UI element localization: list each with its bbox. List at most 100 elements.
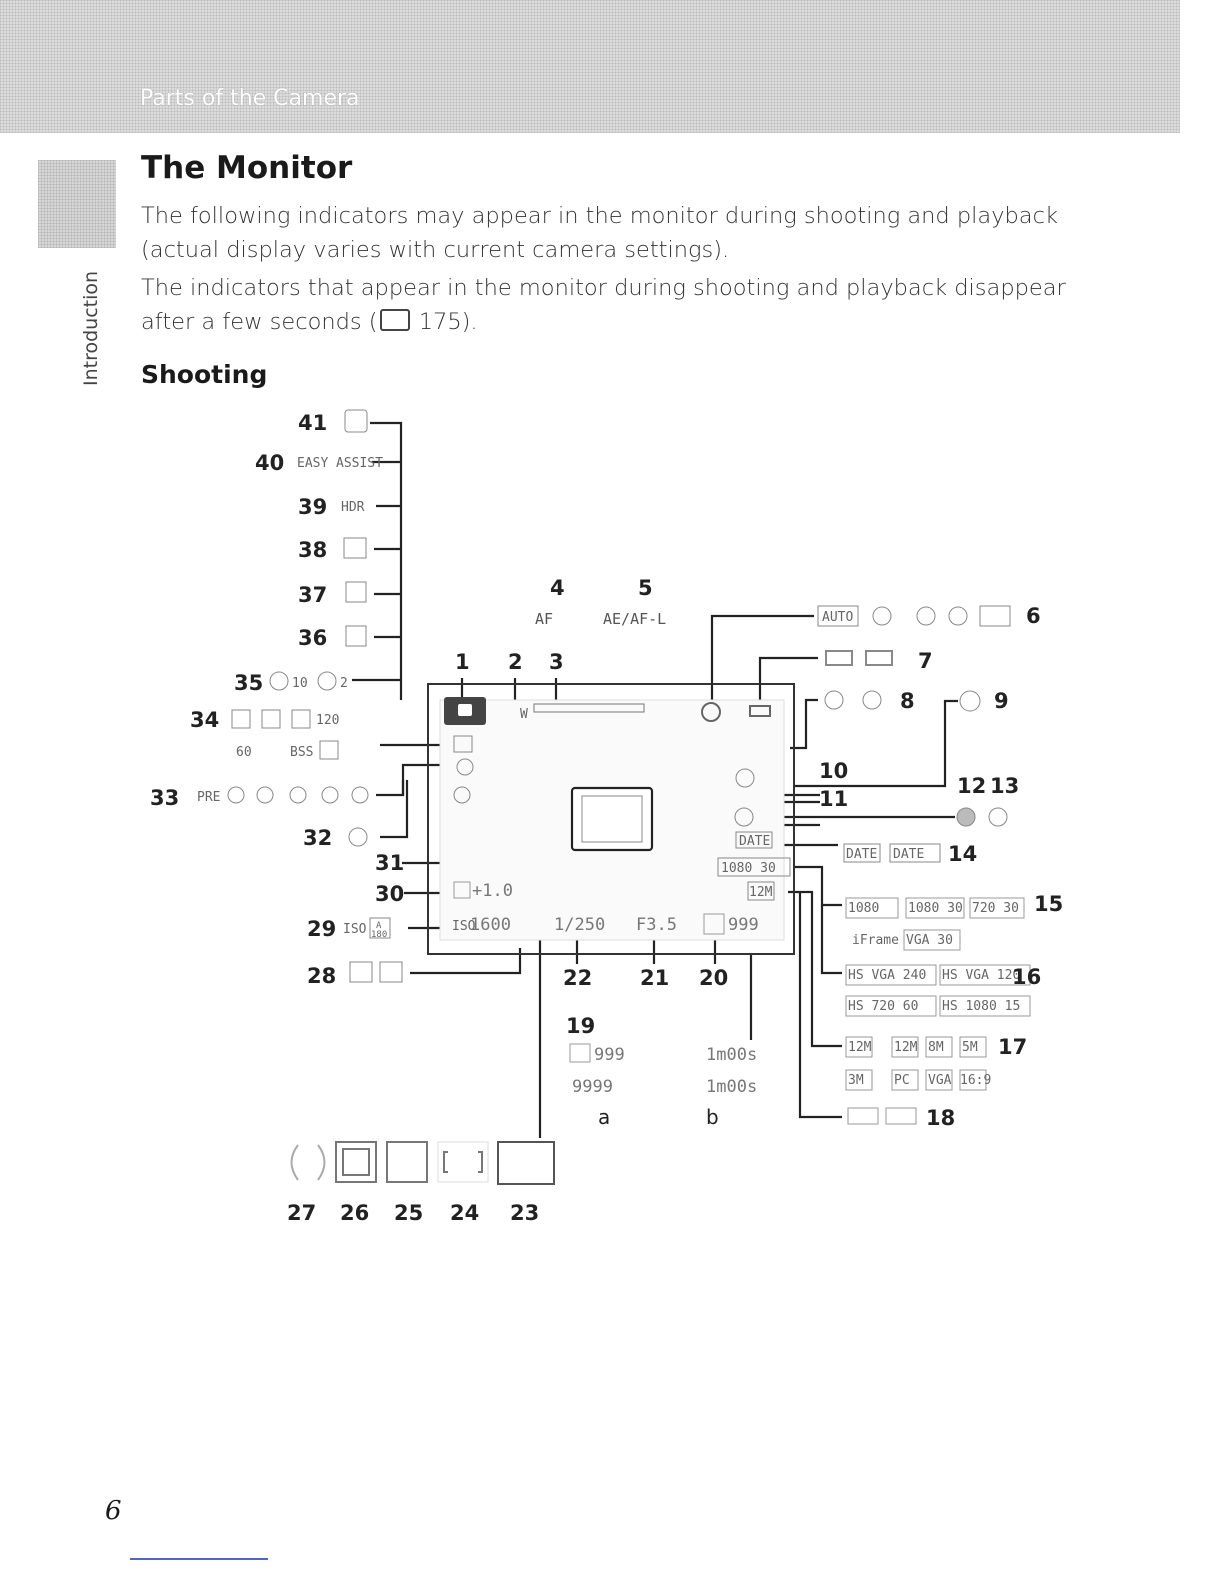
- svg-text:17: 17: [998, 1035, 1027, 1059]
- svg-text:21: 21: [640, 966, 669, 990]
- battery-low-icon: [865, 650, 893, 666]
- svg-text:13: 13: [990, 774, 1019, 798]
- shutter-speed: 1/250: [554, 915, 605, 935]
- hdr-icon: HDR: [341, 500, 365, 515]
- svg-text:40: 40: [255, 451, 284, 475]
- svg-text:38: 38: [298, 538, 327, 562]
- svg-text:26: 26: [340, 1201, 369, 1225]
- date-imprint: DATE: [739, 834, 770, 849]
- label-a: a: [598, 1105, 610, 1129]
- svg-text:31: 31: [375, 851, 404, 875]
- subject-tracking-icon: [379, 961, 403, 983]
- white-balance-icon: [456, 758, 474, 776]
- preset-wb-icon: PRE: [197, 790, 220, 805]
- battery-icon: [749, 705, 771, 717]
- svg-text:DATE: DATE: [893, 847, 924, 862]
- svg-text:60: 60: [236, 745, 252, 760]
- svg-text:24: 24: [450, 1201, 479, 1225]
- svg-text:120: 120: [316, 713, 339, 728]
- flash-icon: [701, 702, 721, 722]
- svg-text:8: 8: [900, 689, 915, 713]
- svg-text:19: 19: [566, 1014, 595, 1038]
- svg-text:35: 35: [234, 671, 263, 695]
- focus-area-frames: [290, 1141, 555, 1185]
- svg-text:12M: 12M: [848, 1040, 872, 1055]
- svg-text:10: 10: [292, 676, 308, 691]
- svg-text:1080: 1080: [848, 901, 879, 916]
- footer-rule: [130, 1558, 268, 1560]
- movie-options-group: 1080 1080 30 720 30 iFrame VGA 30: [845, 897, 1025, 951]
- svg-text:30: 30: [375, 882, 404, 906]
- svg-text:HS 720 60: HS 720 60: [848, 999, 918, 1014]
- continuous-icon: [453, 735, 473, 753]
- flash-auto-icon: [817, 605, 859, 627]
- svg-text:10: 10: [819, 759, 848, 783]
- svg-text:HS 1080 15: HS 1080 15: [942, 999, 1020, 1014]
- svg-text:HS VGA 120: HS VGA 120: [942, 968, 1020, 983]
- svg-text:iFrame: iFrame: [852, 933, 899, 948]
- svg-text:2: 2: [340, 676, 348, 691]
- book-icon: [379, 309, 410, 331]
- subheading: Shooting: [141, 360, 268, 389]
- movie-length-b: 1m00s: [706, 1077, 757, 1097]
- svg-text:VGA: VGA: [928, 1073, 952, 1088]
- aperture: F3.5: [636, 915, 677, 935]
- continuous-l-icon: [261, 709, 281, 729]
- page-number: 6: [105, 1496, 122, 1526]
- skin-softening-icon: [453, 786, 471, 804]
- intro-paragraph-2: The indicators that appear in the monito…: [141, 275, 1066, 335]
- svg-text:4: 4: [550, 576, 565, 600]
- iso-value: 1600: [470, 915, 511, 935]
- page-title: The Monitor: [141, 150, 353, 186]
- svg-text:16:9: 16:9: [960, 1073, 991, 1088]
- pet-portrait-icon: [343, 537, 367, 559]
- svg-text:ISO: ISO: [452, 919, 476, 934]
- svg-text:VGA 30: VGA 30: [906, 933, 953, 948]
- svg-text:36: 36: [298, 626, 327, 650]
- travel-icon: [988, 807, 1008, 827]
- motion-detect-icon: [956, 807, 976, 827]
- svg-text:16: 16: [1012, 965, 1041, 989]
- remaining-exposures-a: 999: [594, 1045, 625, 1065]
- svg-text:27: 27: [287, 1201, 316, 1225]
- header-band: [0, 0, 1180, 133]
- svg-text:1: 1: [455, 650, 470, 674]
- svg-text:22: 22: [563, 966, 592, 990]
- svg-text:AUTO: AUTO: [822, 610, 853, 625]
- svg-text:3M: 3M: [848, 1073, 864, 1088]
- svg-text:2: 2: [508, 650, 523, 674]
- svg-text:7: 7: [918, 649, 933, 673]
- side-marker: [38, 160, 116, 248]
- svg-text:W: W: [520, 707, 528, 722]
- svg-text:20: 20: [699, 966, 728, 990]
- svg-text:14: 14: [948, 842, 977, 866]
- svg-text:12: 12: [957, 774, 986, 798]
- svg-text:1080 30: 1080 30: [908, 901, 963, 916]
- blink-proof-icon: [345, 581, 367, 603]
- exposures-remaining: 999: [728, 915, 759, 935]
- movie-length-a: 1m00s: [706, 1045, 757, 1065]
- svg-text:720 30: 720 30: [972, 901, 1019, 916]
- svg-text:18: 18: [926, 1106, 955, 1130]
- svg-text:39: 39: [298, 495, 327, 519]
- svg-text:8M: 8M: [928, 1040, 944, 1055]
- svg-text:12M: 12M: [894, 1040, 918, 1055]
- wind-noise-icon: [959, 690, 981, 712]
- remaining-exposures-b: 9999: [572, 1077, 613, 1097]
- zoom-indicator-bar: [533, 703, 645, 713]
- af-indicator: AF: [535, 610, 553, 628]
- svg-text:28: 28: [307, 964, 336, 988]
- svg-text:37: 37: [298, 583, 327, 607]
- svg-text:PC: PC: [894, 1073, 910, 1088]
- svg-text:29: 29: [307, 917, 336, 941]
- svg-text:33: 33: [150, 786, 179, 810]
- self-portrait-icon: [344, 409, 368, 433]
- self-timer-2-icon: [317, 671, 337, 691]
- svg-text:BSS: BSS: [290, 745, 313, 760]
- svg-text:34: 34: [190, 708, 219, 732]
- svg-text:3: 3: [549, 650, 564, 674]
- svg-text:5M: 5M: [962, 1040, 978, 1055]
- svg-text:15: 15: [1034, 892, 1063, 916]
- battery-full-icon: [825, 650, 853, 666]
